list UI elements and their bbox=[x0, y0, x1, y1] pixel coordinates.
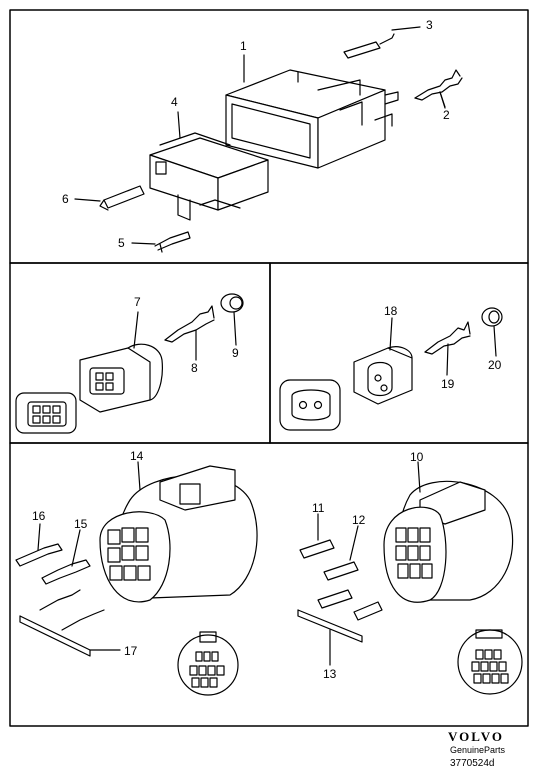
part-1-housing bbox=[225, 69, 399, 169]
part-6-terminal bbox=[74, 185, 145, 211]
label-4: 4 bbox=[171, 95, 178, 109]
label-20: 20 bbox=[488, 358, 502, 372]
part-4-housing bbox=[149, 111, 269, 221]
part-9-grommet bbox=[220, 293, 244, 346]
part-10-connector bbox=[383, 461, 514, 603]
label-10: 10 bbox=[410, 450, 424, 464]
part-10-face-view bbox=[457, 629, 523, 695]
part-18-face-view bbox=[279, 379, 341, 431]
label-14: 14 bbox=[130, 449, 144, 463]
label-7: 7 bbox=[134, 295, 141, 309]
part-13-terminal-strip bbox=[297, 589, 383, 666]
part-14-face-view bbox=[177, 631, 239, 696]
label-1: 1 bbox=[240, 39, 247, 53]
leader-2 bbox=[439, 91, 446, 109]
label-19: 19 bbox=[441, 377, 455, 391]
label-9: 9 bbox=[232, 346, 239, 360]
part-7-connector bbox=[79, 311, 163, 413]
label-5: 5 bbox=[118, 236, 125, 250]
label-16: 16 bbox=[32, 509, 46, 523]
label-17: 17 bbox=[124, 644, 138, 658]
part-19-terminal bbox=[424, 321, 471, 376]
label-18: 18 bbox=[384, 304, 398, 318]
label-6: 6 bbox=[62, 192, 69, 206]
label-8: 8 bbox=[191, 361, 198, 375]
part-15-terminal bbox=[41, 529, 91, 585]
part-16-terminal bbox=[15, 523, 63, 567]
label-15: 15 bbox=[74, 517, 88, 531]
label-2: 2 bbox=[443, 108, 450, 122]
panel-bottom bbox=[9, 442, 529, 727]
label-11: 11 bbox=[312, 501, 325, 515]
part-20-grommet bbox=[481, 307, 503, 357]
part-7-face-view bbox=[15, 392, 77, 434]
diagram-reference-number: 3770524d bbox=[450, 758, 495, 769]
part-2-terminal bbox=[414, 69, 463, 108]
part-5-terminal bbox=[131, 231, 191, 253]
part-8-terminal bbox=[164, 305, 215, 361]
label-13: 13 bbox=[323, 667, 337, 681]
volvo-logo-text: VOLVO bbox=[448, 729, 504, 744]
label-12: 12 bbox=[352, 513, 366, 527]
part-11-terminal bbox=[299, 513, 335, 559]
genuine-parts-text: GenuineParts bbox=[450, 745, 506, 755]
label-3: 3 bbox=[426, 18, 433, 32]
part-18-connector bbox=[353, 317, 413, 405]
part-3-terminal bbox=[343, 26, 421, 59]
part-17-terminal-strip bbox=[19, 589, 121, 657]
part-12-terminal bbox=[323, 525, 359, 581]
part-14-connector bbox=[99, 461, 258, 603]
